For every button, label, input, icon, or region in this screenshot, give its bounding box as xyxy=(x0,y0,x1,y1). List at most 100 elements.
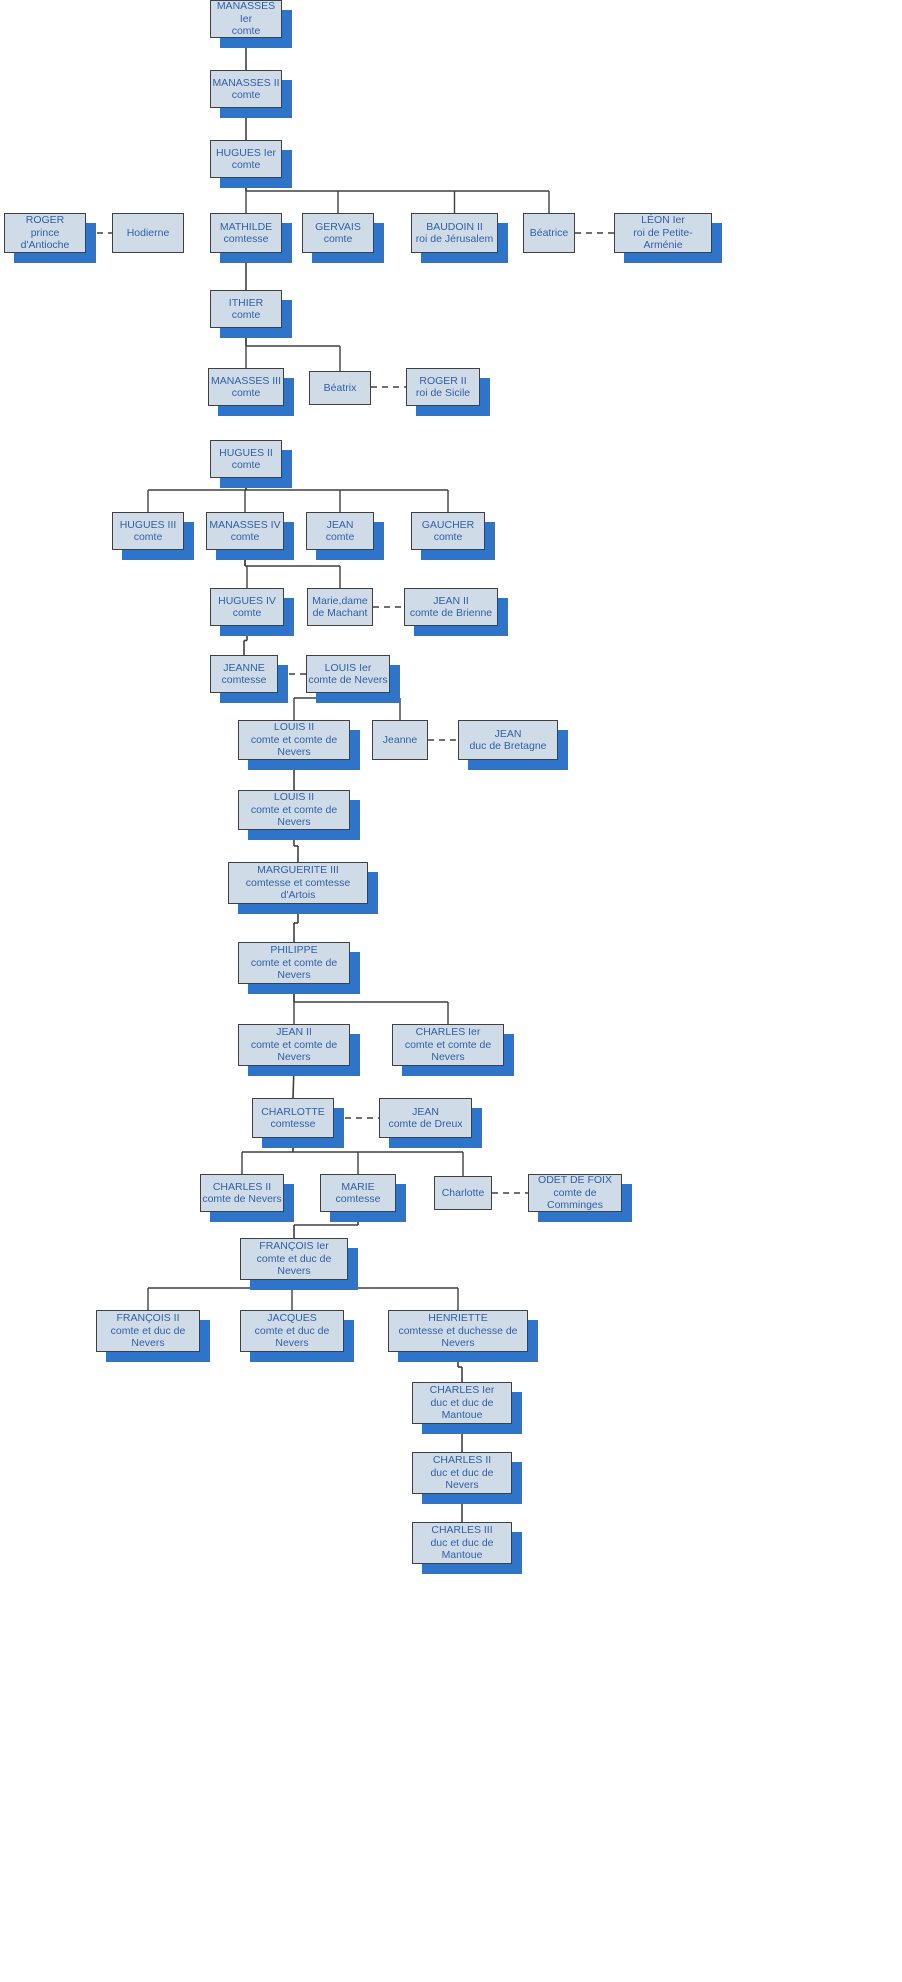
person-title: duc et duc de Mantoue xyxy=(430,1536,494,1562)
person-box[interactable]: Jeanne xyxy=(372,720,428,760)
person-title: comte de Dreux xyxy=(388,1118,463,1130)
person-title: comte de Nevers xyxy=(202,1193,282,1205)
person-title: comtesse xyxy=(270,1118,316,1130)
person-name: ROGER II xyxy=(419,374,467,387)
person-name: JEAN xyxy=(494,727,522,740)
person-name: LOUIS II xyxy=(273,791,315,804)
person-box[interactable]: Béatrix xyxy=(309,371,371,405)
person-title: comtesse xyxy=(223,233,269,245)
person-title: comte xyxy=(231,459,261,471)
person-name: Charlotte xyxy=(441,1186,485,1199)
person-title: comte xyxy=(231,387,261,399)
person-name: Béatrice xyxy=(529,226,569,239)
person-name: MARGUERITE III xyxy=(257,864,339,877)
person-name: MANASSES IV xyxy=(209,518,281,531)
person-box[interactable]: Hodierne xyxy=(112,213,184,253)
person-name: Marie,dame xyxy=(312,594,368,607)
person-title: comte xyxy=(133,531,163,543)
person-title: comte xyxy=(231,89,261,101)
person-title: comte xyxy=(231,309,261,321)
person-title: comte et comte de Nevers xyxy=(250,733,338,759)
person-title: comte xyxy=(231,25,261,38)
person-name: MARIE xyxy=(341,1180,375,1193)
person-title: comte xyxy=(230,531,260,543)
person-name: JEAN xyxy=(326,518,354,531)
person-title: comtesse et comtesse d'Artois xyxy=(245,876,351,902)
person-title: prince d'Antioche xyxy=(20,226,70,252)
person-title: comte xyxy=(231,159,261,171)
person-title: comte de Brienne xyxy=(409,607,493,619)
person-name: GAUCHER xyxy=(421,518,475,531)
person-name: MANASSES II xyxy=(212,76,280,89)
person-box[interactable]: Charlotte xyxy=(434,1176,492,1210)
person-name: FRANÇOIS II xyxy=(116,1312,180,1325)
person-title: comtesse xyxy=(221,674,267,686)
person-name: HUGUES IV xyxy=(218,594,276,607)
person-name: LÉON Ier xyxy=(641,214,685,227)
person-title: comte de Nevers xyxy=(308,674,388,686)
person-name: CHARLES II xyxy=(432,1454,492,1467)
person-title: comte de Comminges xyxy=(546,1186,604,1212)
person-title: comte et duc de Nevers xyxy=(110,1324,186,1350)
person-title: roi de Jérusalem xyxy=(415,233,494,245)
person-name: CHARLES Ier xyxy=(429,1384,495,1397)
person-name: BAUDOIN II xyxy=(426,220,483,233)
person-title: comte xyxy=(433,531,463,543)
person-name: HUGUES Ier xyxy=(215,146,277,159)
person-title: comtesse et duchesse de Nevers xyxy=(398,1324,518,1350)
person-name: CHARLES III xyxy=(431,1524,493,1537)
person-title: comte et comte de Nevers xyxy=(404,1038,492,1064)
person-title: comte xyxy=(325,531,355,543)
person-name: JEAN II xyxy=(433,594,469,607)
person-title: roi de Sicile xyxy=(415,387,471,399)
person-box[interactable]: Béatrice xyxy=(523,213,575,253)
person-name: LOUIS II xyxy=(273,721,315,734)
person-title: comtesse xyxy=(335,1193,381,1205)
person-name: PHILIPPE xyxy=(270,944,318,957)
person-name: JACQUES xyxy=(267,1312,317,1325)
person-title: comte xyxy=(232,607,262,619)
